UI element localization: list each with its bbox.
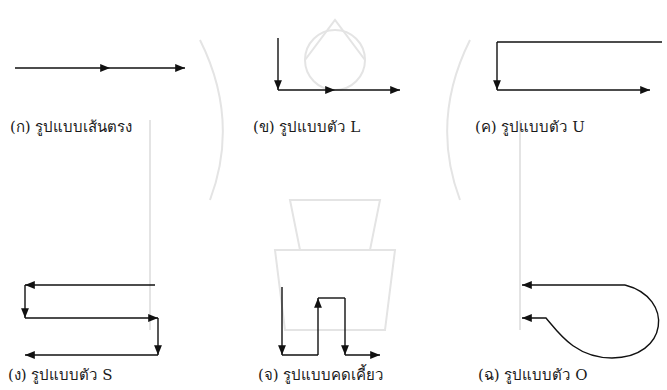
u-pattern	[497, 42, 662, 90]
pattern-caption: (ฉ) รูปแบบตัว O	[478, 366, 588, 384]
pattern-caption: (ค) รูปแบบตัว U	[475, 118, 585, 136]
pattern-caption: (ข) รูปแบบตัว L	[253, 118, 360, 136]
pattern-caption: (จ) รูปแบบคดเคี้ยว	[258, 366, 383, 384]
pattern-caption: (ก) รูปแบบเส้นตรง	[10, 118, 132, 136]
o-pattern	[522, 285, 659, 358]
meander-pattern	[282, 287, 380, 355]
pattern-caption: (ง) รูปแบบตัว S	[8, 366, 113, 384]
s-pattern	[25, 285, 158, 355]
watermark	[150, 20, 520, 330]
straight-pattern	[15, 68, 185, 69]
l-pattern	[278, 38, 400, 90]
